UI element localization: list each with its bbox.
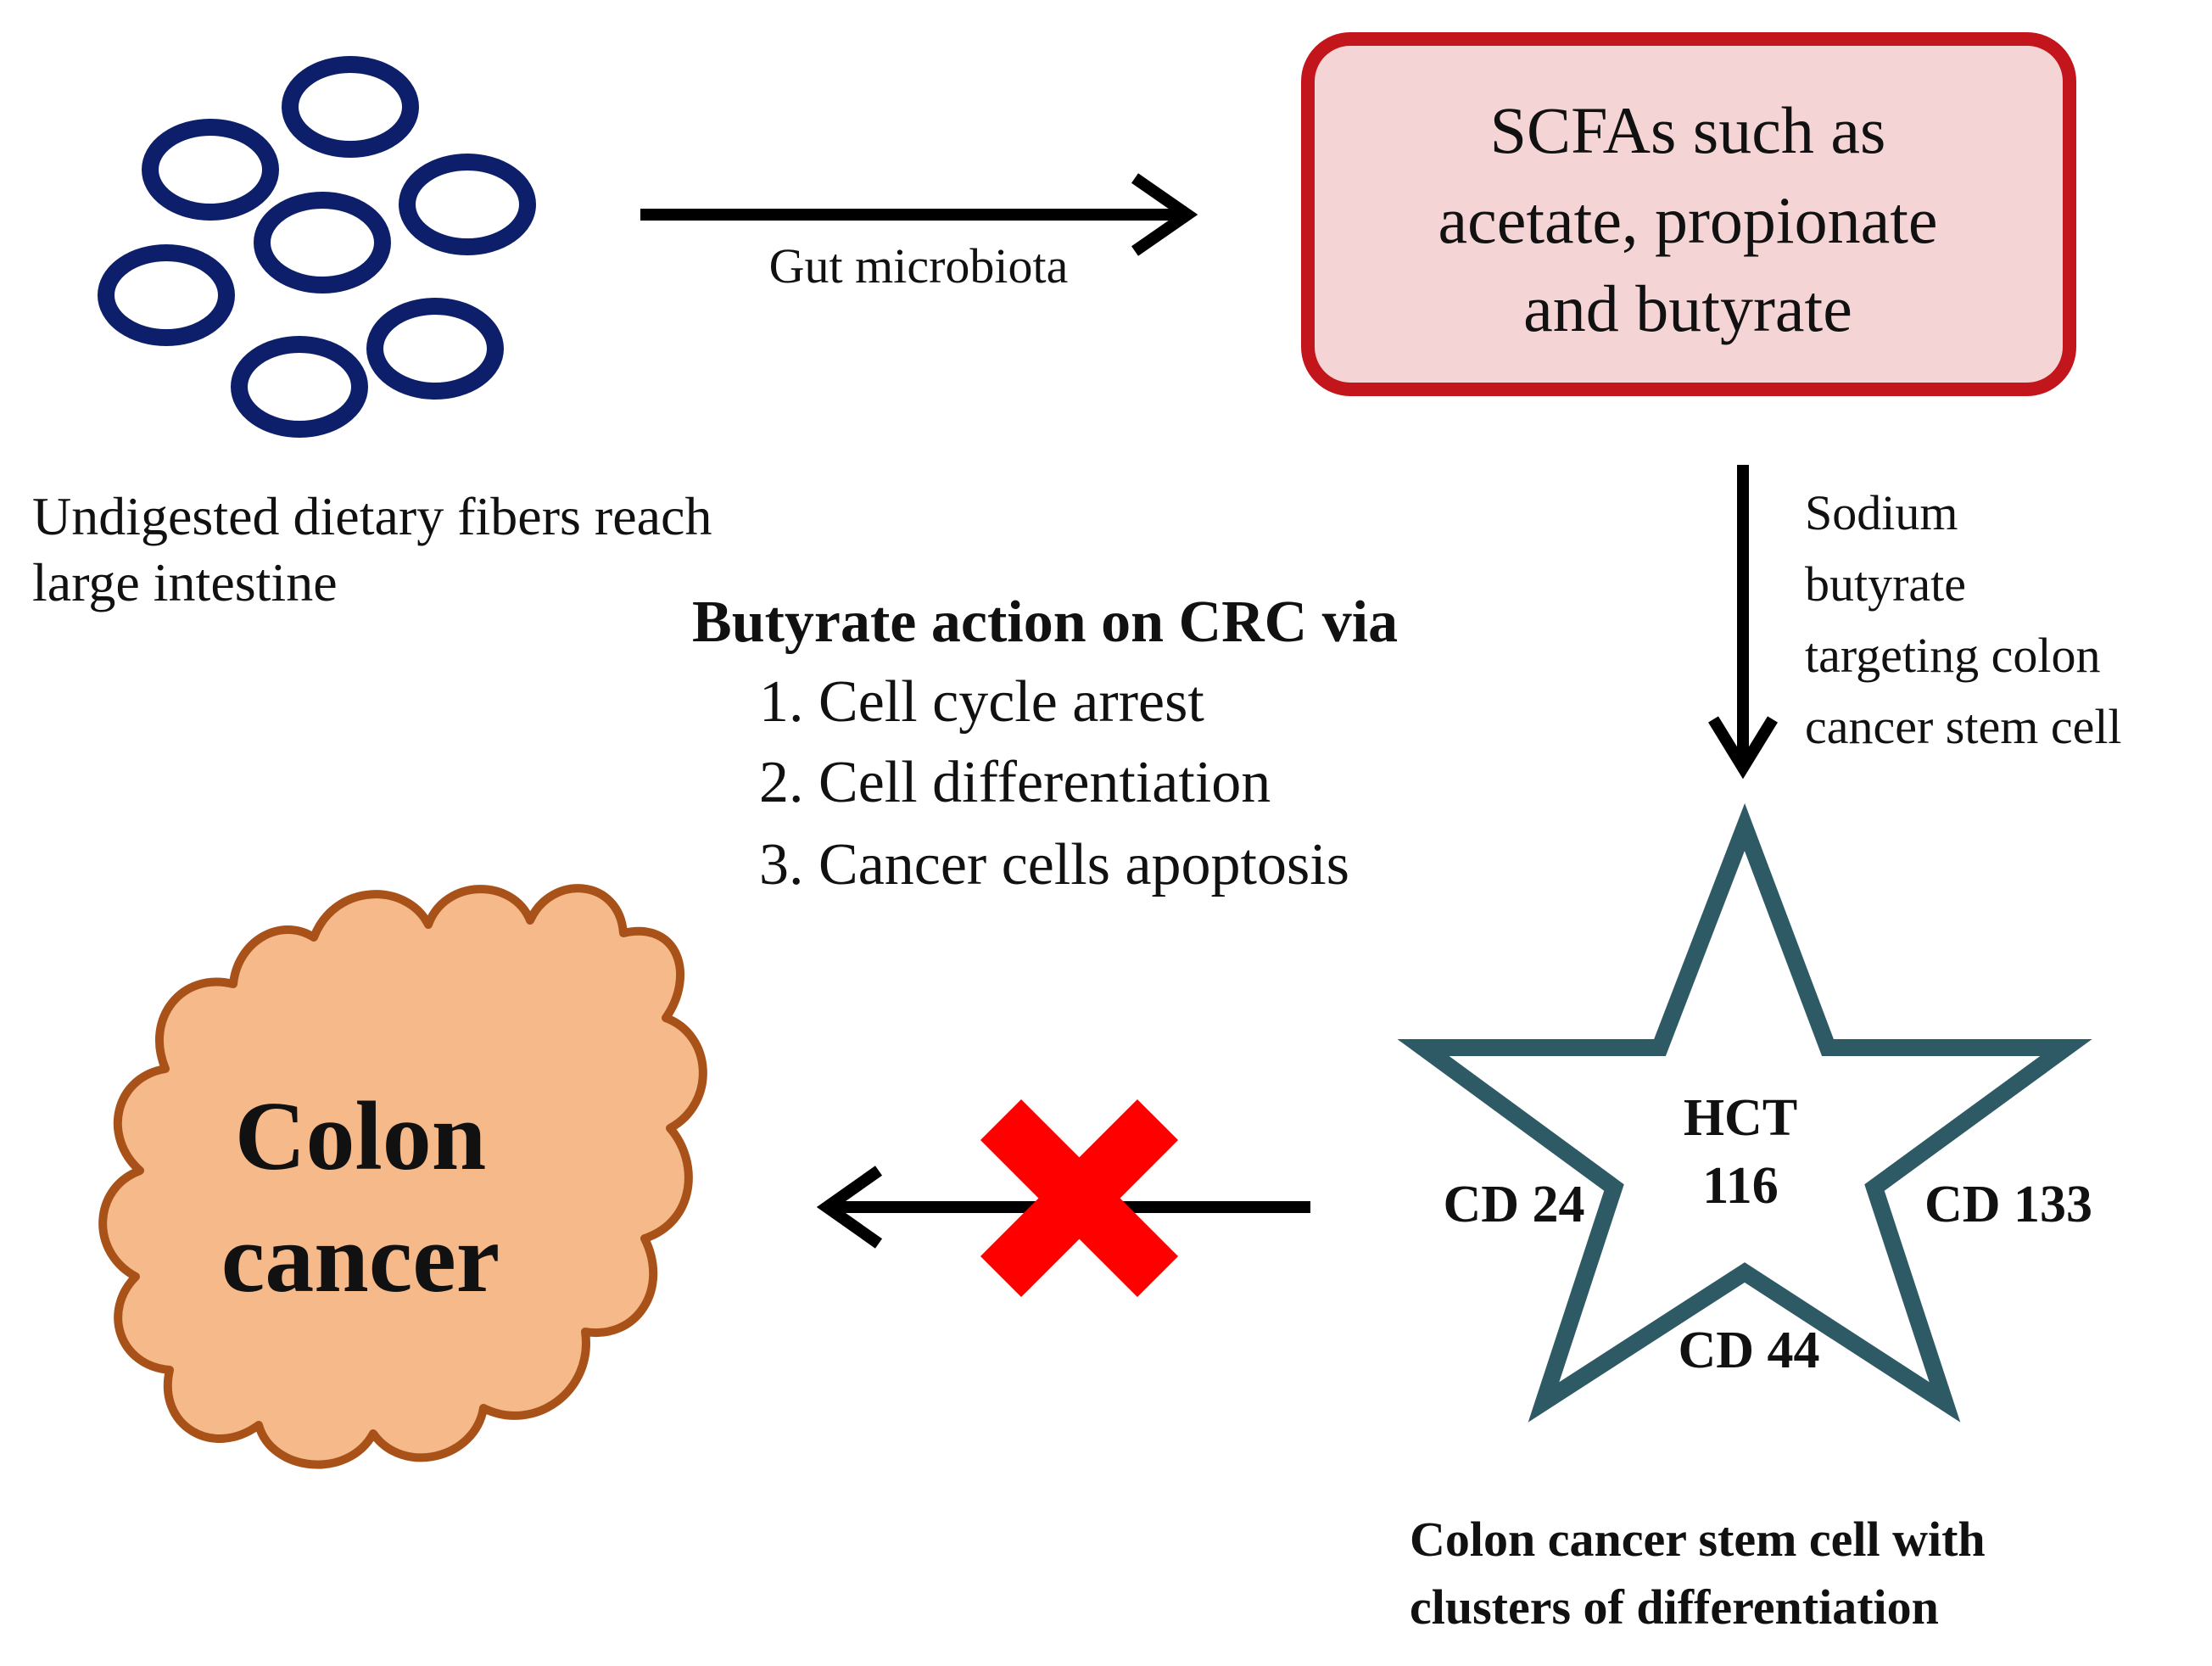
fiber-ring-icon (366, 298, 504, 400)
gut-microbiota-label: Gut microbiota (769, 238, 1069, 294)
butyrate-action-item: 3. Cancer cells apoptosis (759, 832, 1349, 897)
butyrate-action-item: 1. Cell cycle arrest (759, 669, 1204, 735)
sodium-butyrate-line1: Sodium (1805, 485, 1958, 540)
cloud-label-line2: cancer (221, 1205, 500, 1313)
fiber-ring-icon (282, 56, 419, 158)
fiber-ring-icon (399, 154, 536, 255)
fiber-ring-icon (254, 192, 391, 294)
fiber-ring-icon (142, 119, 279, 221)
fiber-ring-icon (231, 336, 368, 438)
star-left-marker: CD 24 (1443, 1176, 1584, 1233)
scfa-line1: SCFAs such as (1490, 93, 1886, 167)
fiber-ring-icon (98, 244, 235, 346)
sodium-butyrate-arrow (1708, 465, 1778, 780)
cross-icon (980, 1099, 1179, 1298)
stem-cell-caption-line2: clusters of differentiation (1410, 1579, 1939, 1635)
fiber-caption-line1: Undigested dietary fibers reach (32, 486, 712, 546)
butyrate-action-heading: Butyrate action on CRC via (692, 590, 1398, 655)
sodium-butyrate-line4: cancer stem cell (1805, 699, 2122, 754)
dietary-fiber-cluster (98, 56, 536, 438)
scfa-line3: and butyrate (1523, 271, 1852, 345)
scfa-box (1301, 32, 2076, 396)
scfa-line2: acetate, propionate (1438, 183, 1938, 257)
butyrate-action-item: 2. Cell differentiation (759, 750, 1271, 815)
star-center-line2: 116 (1702, 1157, 1779, 1215)
star-center-line1: HCT (1684, 1089, 1797, 1147)
star-right-marker: CD 133 (1924, 1176, 2092, 1233)
sodium-butyrate-line3: targeting colon (1805, 628, 2100, 683)
cloud-label-line1: Colon (235, 1082, 487, 1191)
star-bottom-marker: CD 44 (1678, 1322, 1819, 1379)
star-icon (1397, 802, 2092, 1423)
gut-microbiota-arrow (640, 173, 1198, 256)
cloud-icon (98, 884, 707, 1469)
stem-cell-caption-line1: Colon cancer stem cell with (1410, 1512, 1986, 1567)
fiber-caption-line2: large intestine (32, 552, 338, 612)
sodium-butyrate-line2: butyrate (1805, 556, 1966, 612)
